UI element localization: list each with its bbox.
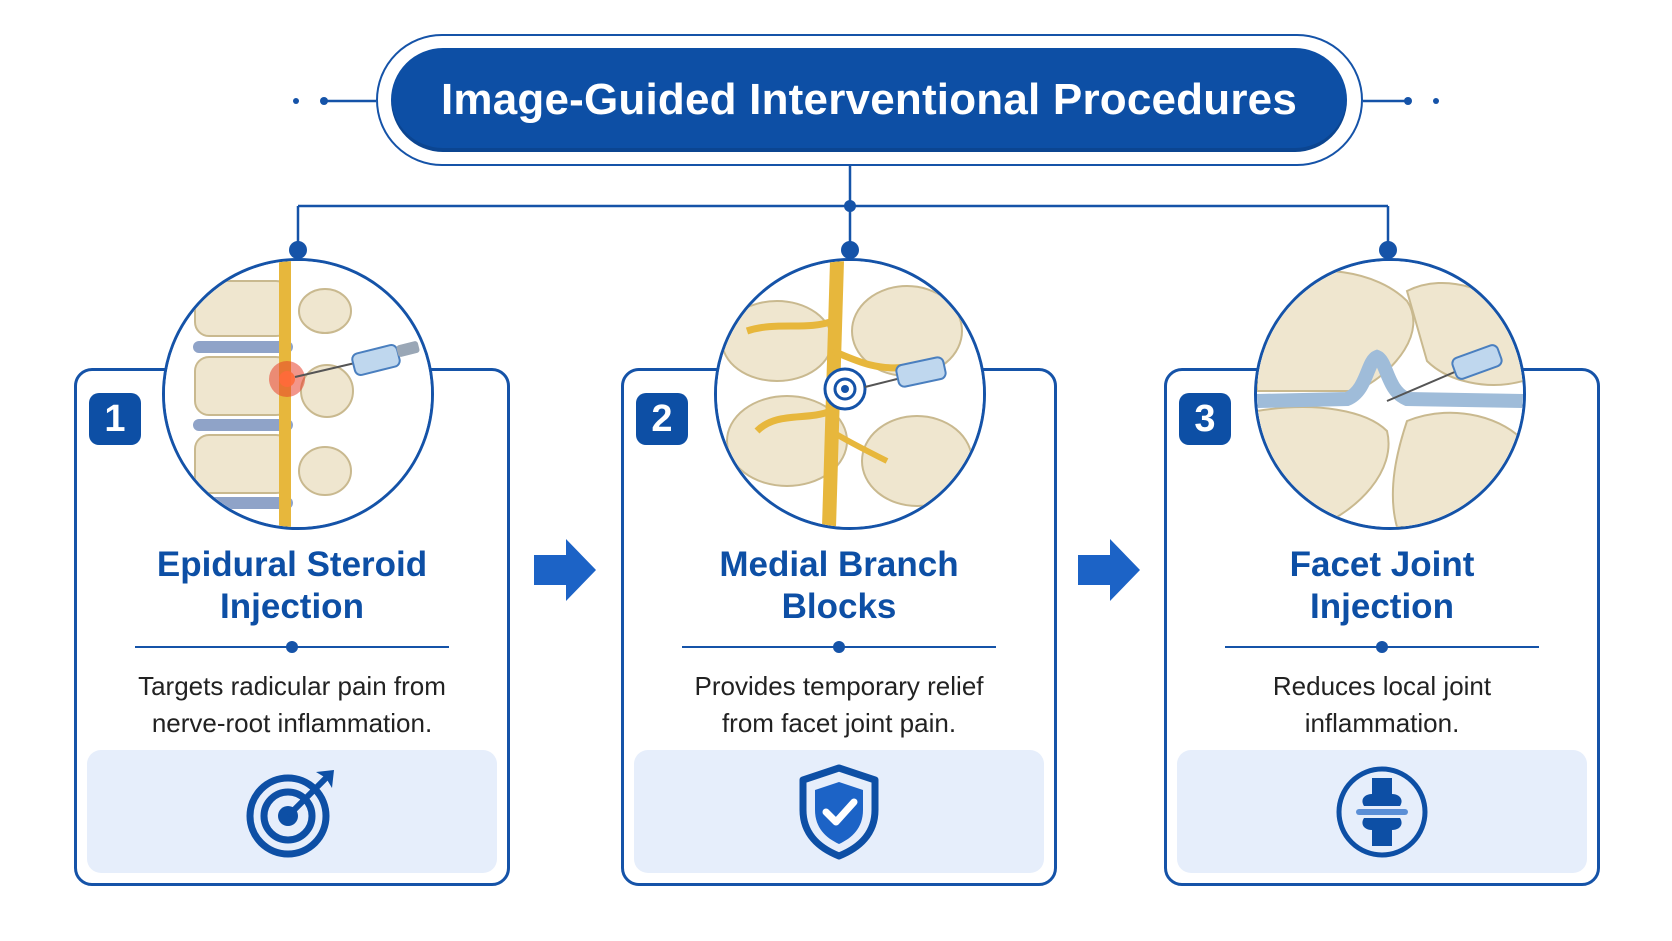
card-divider: [135, 641, 449, 653]
procedure-description: Targets radicular pain from nerve-root i…: [138, 671, 446, 738]
card-divider: [1225, 641, 1539, 653]
target-icon: [246, 769, 334, 857]
epidural-illustration: [162, 258, 434, 530]
page-title: Image-Guided Interventional Procedures: [440, 75, 1298, 124]
medial-branch-illustration: [714, 258, 986, 530]
procedure-name: Medial Branch Blocks: [719, 545, 959, 626]
procedure-description: Provides temporary relief from facet joi…: [694, 671, 984, 738]
step-number-badge: 2: [636, 393, 688, 445]
title-banner: Image-Guided Interventional Procedures: [391, 48, 1347, 152]
shield-check-icon: [799, 764, 879, 859]
icon-panel: [634, 750, 1044, 873]
icon-panel: [87, 750, 497, 873]
card-divider: [682, 641, 996, 653]
procedure-description: Reduces local joint inflammation.: [1272, 671, 1492, 738]
flow-arrow-2: [1078, 539, 1140, 601]
procedure-card-3: 3 Facet Joint Injection Reduces local jo…: [1164, 368, 1600, 886]
procedure-name: Epidural Steroid Injection: [156, 545, 428, 626]
facet-joint-illustration: [1254, 258, 1526, 530]
step-number-badge: 3: [1179, 393, 1231, 445]
procedure-card-1: 1 Epidural Steroid Injection Targets rad…: [74, 368, 510, 886]
flow-arrow-1: [534, 539, 596, 601]
icon-panel: [1177, 750, 1587, 873]
procedure-name: Facet Joint Injection: [1289, 545, 1475, 626]
joint-icon: [1336, 766, 1428, 857]
step-number-badge: 1: [89, 393, 141, 445]
